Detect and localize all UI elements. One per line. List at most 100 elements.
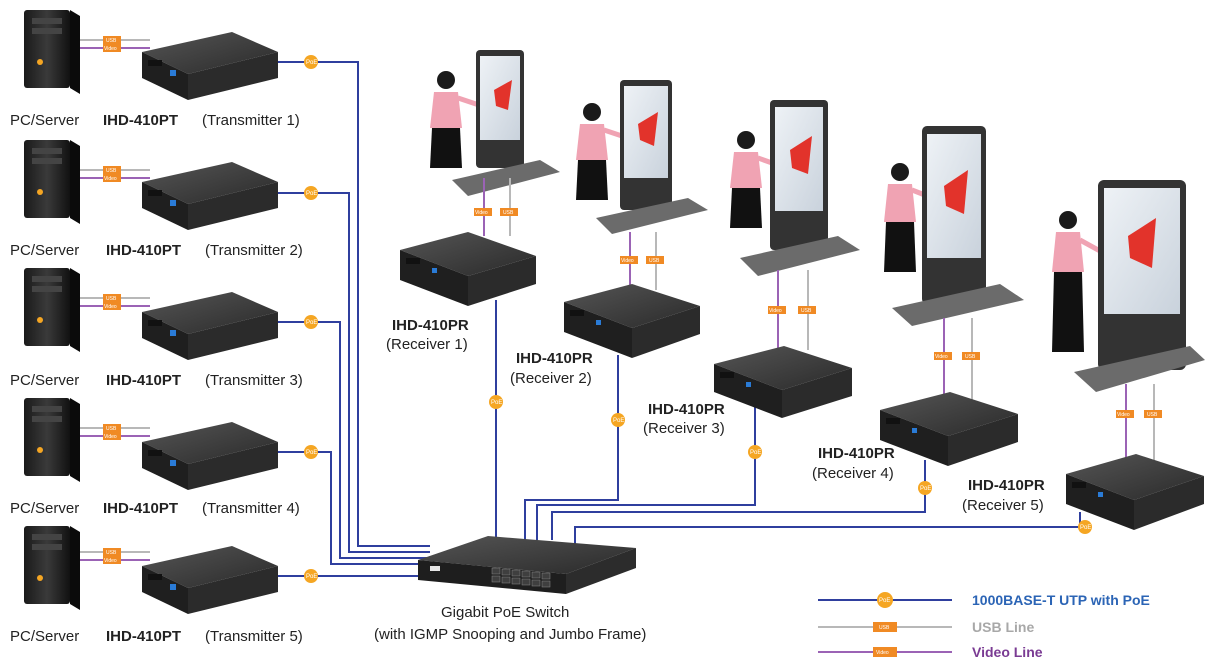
svg-text:USB: USB [106, 426, 117, 432]
svg-text:PoE: PoE [306, 450, 317, 456]
transmitter-row-3: USB Video PC/Server IHD-410PT (Transmitt… [10, 268, 303, 389]
usb-tag: USB [103, 424, 121, 432]
svg-text:PoE: PoE [750, 450, 761, 456]
svg-text:(Transmitter 5): (Transmitter 5) [205, 628, 303, 645]
svg-text:PoE: PoE [306, 320, 317, 326]
kiosk-display-5: Video USB [1052, 180, 1205, 460]
svg-text:USB: USB [1147, 412, 1158, 418]
svg-text:Video: Video [104, 176, 117, 182]
svg-text:PoE: PoE [920, 486, 931, 492]
poe-badge: PoE [304, 55, 318, 69]
transmitter-box-icon [142, 162, 278, 230]
svg-text:USB: USB [965, 354, 976, 360]
svg-text:(with IGMP Snooping and Jumbo: (with IGMP Snooping and Jumbo Frame) [374, 626, 646, 643]
receiver-box-icon [714, 346, 852, 418]
transmitter-row-4: USB Video PC/Server IHD-410PT (Transmitt… [10, 398, 300, 517]
legend-poe-item: PoE 1000BASE-T UTP with PoE [818, 592, 1150, 608]
poe-switch-icon [418, 536, 636, 594]
kiosk-display-1: Video USB [430, 50, 560, 236]
svg-text:IHD-410PR: IHD-410PR [818, 445, 895, 462]
transmitter-row-1: USB Video PC/Server IHD-410PT (Transmitt… [10, 10, 300, 129]
svg-text:Video: Video [475, 210, 488, 216]
poe-badge: PoE [748, 445, 762, 459]
cable-receiver-5 [574, 512, 1081, 545]
svg-text:IHD-410PT: IHD-410PT [106, 628, 181, 645]
svg-text:PoE: PoE [1080, 525, 1091, 531]
svg-text:USB: USB [801, 308, 812, 314]
transmitter-box-icon [142, 546, 278, 614]
transmitter-row-5: USB Video PC/Server IHD-410PT (Transmitt… [10, 526, 303, 645]
svg-text:Video: Video [935, 354, 948, 360]
svg-text:Video: Video [104, 558, 117, 564]
svg-text:(Receiver 3): (Receiver 3) [643, 420, 725, 437]
usb-tag: USB [1144, 410, 1162, 418]
usb-tag: USB [103, 294, 121, 302]
receiver-box-icon [1066, 454, 1204, 530]
transmitter-box-icon [142, 292, 278, 360]
receiver-box-icon [400, 232, 536, 306]
pc-tower-icon [24, 268, 80, 352]
video-tag: Video [103, 556, 121, 564]
kiosk-display-2: Video USB [576, 80, 708, 290]
svg-text:(Transmitter 4): (Transmitter 4) [202, 500, 300, 517]
svg-text:PC/Server: PC/Server [10, 372, 79, 389]
svg-text:USB: USB [106, 168, 117, 174]
svg-text:PoE: PoE [306, 60, 317, 66]
svg-text:USB: USB [106, 38, 117, 44]
cable-transmitter-4 [278, 451, 430, 565]
usb-tag: USB [103, 166, 121, 174]
video-tag: Video [103, 302, 121, 310]
svg-text:(Receiver 1): (Receiver 1) [386, 336, 468, 353]
svg-text:(Transmitter 3): (Transmitter 3) [205, 372, 303, 389]
svg-text:Video: Video [876, 650, 889, 656]
cable-transmitter-1 [278, 61, 430, 547]
svg-text:PoE: PoE [306, 574, 317, 580]
person-icon [884, 163, 949, 272]
svg-text:USB Line: USB Line [972, 619, 1034, 635]
receiver-box-icon [564, 284, 700, 358]
svg-text:Video: Video [104, 434, 117, 440]
kiosk-display-3: Video USB [730, 100, 860, 350]
svg-text:PC/Server: PC/Server [10, 500, 79, 517]
video-tag: Video [474, 208, 492, 216]
poe-badge: PoE [304, 315, 318, 329]
kiosk-display-4: Video USB [884, 126, 1024, 410]
receiver-poe-cables [495, 300, 1081, 545]
usb-tag: USB [798, 306, 816, 314]
svg-text:Gigabit PoE Switch: Gigabit PoE Switch [441, 604, 569, 621]
svg-text:PoE: PoE [879, 598, 890, 604]
svg-text:Video: Video [621, 258, 634, 264]
svg-text:IHD-410PT: IHD-410PT [103, 500, 178, 517]
svg-text:PC/Server: PC/Server [10, 242, 79, 259]
svg-text:(Receiver 5): (Receiver 5) [962, 497, 1044, 514]
usb-tag: USB [103, 548, 121, 556]
usb-tag: USB [103, 36, 121, 44]
svg-text:USB: USB [503, 210, 514, 216]
svg-text:PC/Server: PC/Server [10, 112, 79, 129]
poe-badge: PoE [489, 395, 503, 409]
svg-text:IHD-410PT: IHD-410PT [103, 112, 178, 129]
poe-badge: PoE [304, 569, 318, 583]
usb-tag: USB [646, 256, 664, 264]
poe-badges: PoE PoE PoE PoE PoE PoE PoE PoE PoE PoE [304, 55, 1092, 583]
cable-receiver-2 [524, 355, 619, 540]
svg-text:Video: Video [1117, 412, 1130, 418]
poe-badge: PoE [918, 481, 932, 495]
usb-tag: USB [962, 352, 980, 360]
svg-text:IHD-410PR: IHD-410PR [648, 401, 725, 418]
svg-text:1000BASE-T UTP with PoE: 1000BASE-T UTP with PoE [972, 592, 1150, 608]
svg-text:IHD-410PT: IHD-410PT [106, 242, 181, 259]
pc-tower-icon [24, 10, 80, 94]
legend-usb-item: USB USB Line [818, 619, 1034, 635]
svg-text:Video Line: Video Line [972, 644, 1043, 660]
poe-badge: PoE [304, 445, 318, 459]
svg-text:USB: USB [106, 550, 117, 556]
svg-text:(Transmitter 1): (Transmitter 1) [202, 112, 300, 129]
svg-text:PoE: PoE [306, 191, 317, 197]
video-tag: Video [620, 256, 638, 264]
svg-text:(Receiver 4): (Receiver 4) [812, 465, 894, 482]
svg-text:Video: Video [104, 46, 117, 52]
cable-transmitter-3 [278, 321, 430, 559]
svg-text:(Receiver 2): (Receiver 2) [510, 370, 592, 387]
